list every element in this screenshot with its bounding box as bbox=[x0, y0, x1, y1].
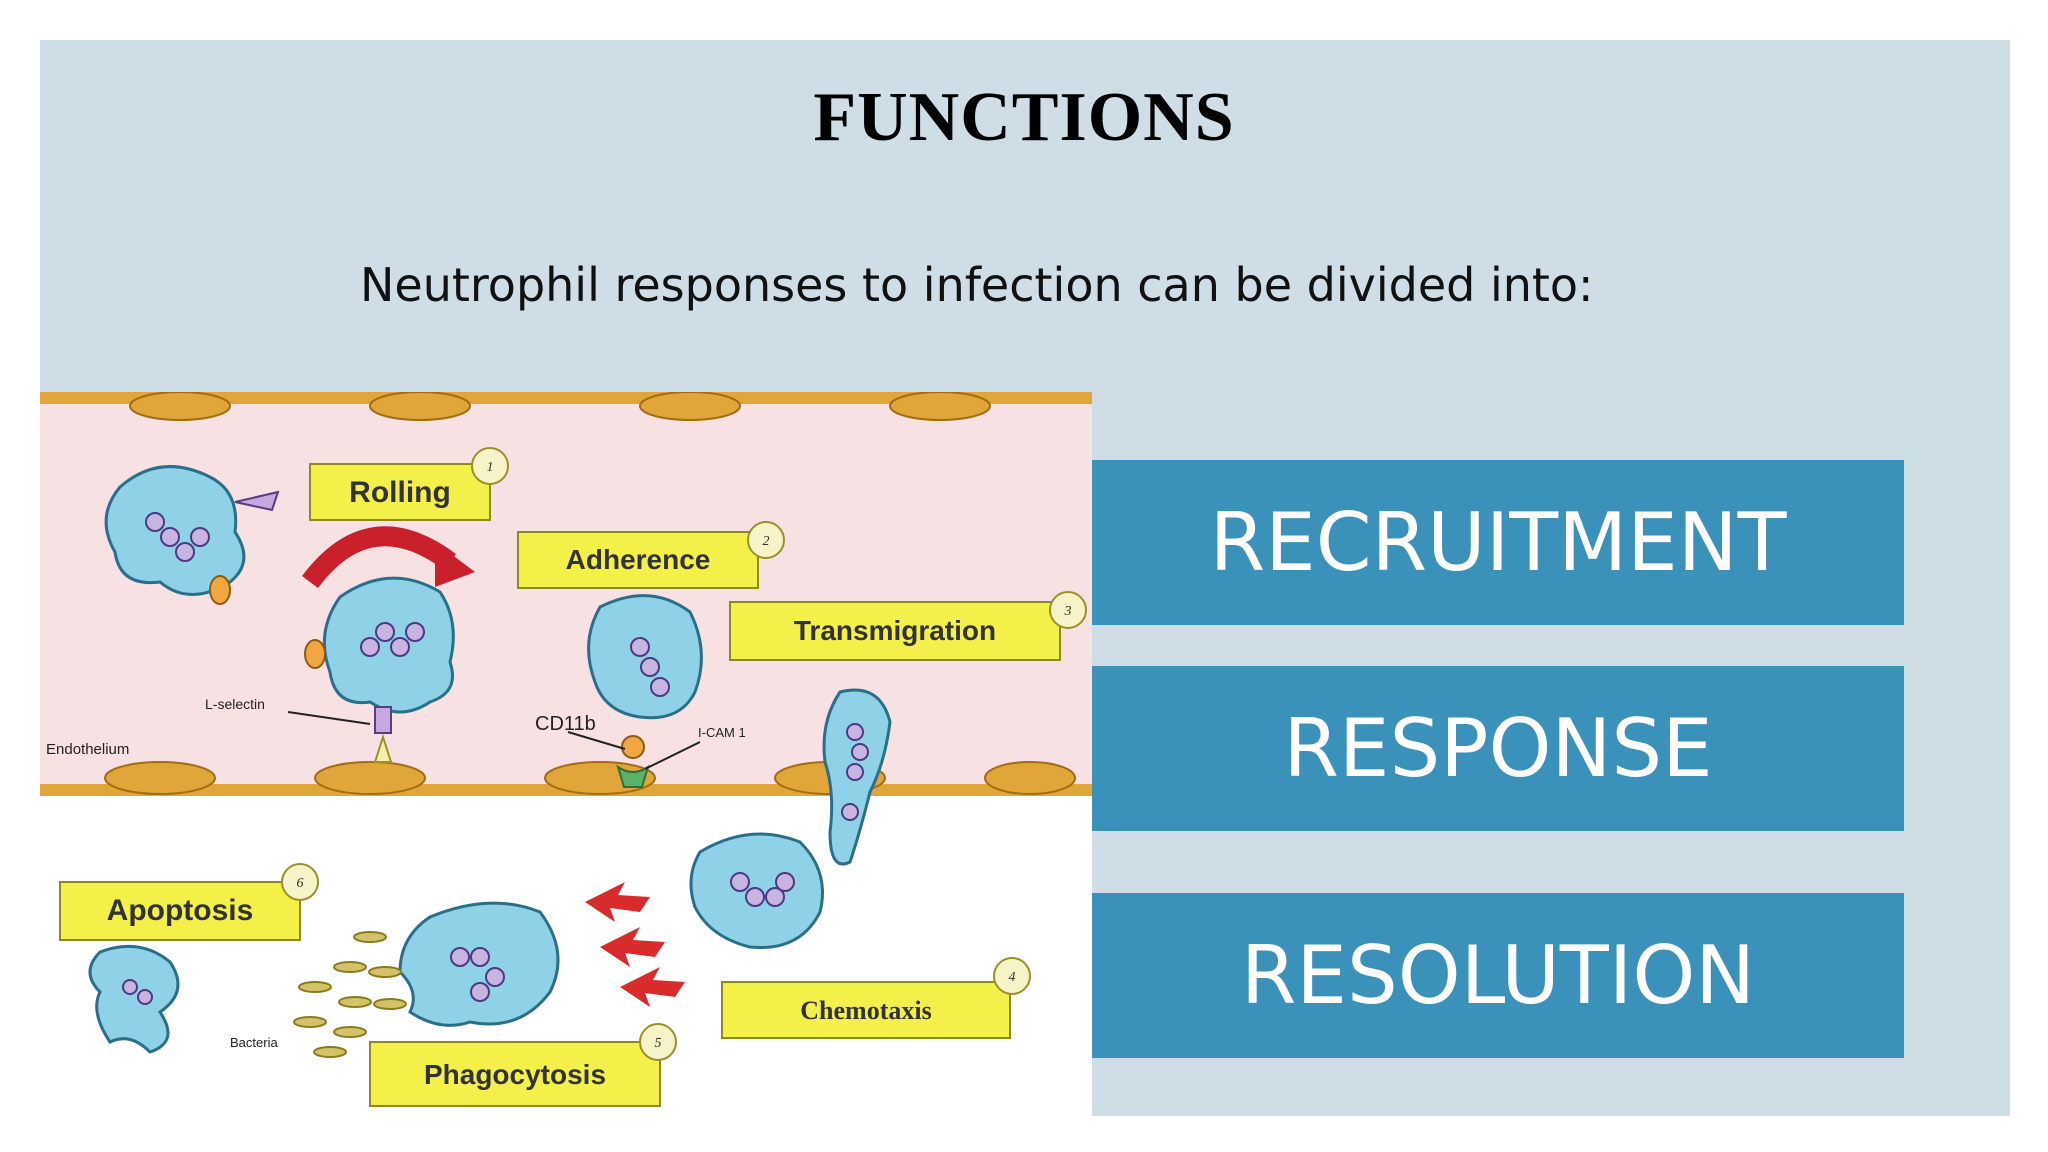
label-adherence: Adherence bbox=[566, 544, 711, 575]
step-number-transmigration: 3 bbox=[1064, 604, 1072, 619]
cell-nuclei bbox=[122, 512, 869, 1005]
slide-subtitle: Neutrophil responses to infection can be… bbox=[360, 258, 1594, 312]
neutrophil-diagram: 1 2 3 6 4 5 Rolling Adherence Transmigra… bbox=[40, 392, 1092, 1126]
rolling-arrow bbox=[302, 526, 456, 589]
bacteria bbox=[293, 931, 407, 1058]
step-number-chemotaxis: 4 bbox=[1009, 970, 1016, 985]
slide-title: FUNCTIONS bbox=[813, 79, 1235, 156]
annotation-icam: I-CAM 1 bbox=[698, 725, 746, 740]
label-phagocytosis: Phagocytosis bbox=[424, 1059, 606, 1090]
category-label-response: RESPONSE bbox=[1283, 702, 1713, 795]
step-label-boxes bbox=[59, 463, 1061, 1107]
label-rolling: Rolling bbox=[349, 476, 451, 509]
step-number-badges bbox=[281, 447, 1087, 1061]
step-number-apoptosis: 6 bbox=[297, 876, 304, 891]
label-apoptosis: Apoptosis bbox=[107, 894, 254, 927]
label-transmigration: Transmigration bbox=[794, 615, 996, 646]
annotation-l-selectin: L-selectin bbox=[205, 696, 265, 712]
top-endothelium bbox=[129, 392, 991, 421]
category-label-resolution: RESOLUTION bbox=[1240, 929, 1756, 1022]
annotation-cd11b: CD11b bbox=[535, 713, 596, 735]
neutrophil-cells bbox=[88, 465, 892, 1054]
category-box-response: RESPONSE bbox=[1092, 666, 1904, 831]
annotation-bacteria: Bacteria bbox=[230, 1035, 278, 1050]
step-number-phagocytosis: 5 bbox=[655, 1036, 662, 1051]
category-box-recruitment: RECRUITMENT bbox=[1092, 460, 1904, 625]
step-number-adherence: 2 bbox=[763, 534, 770, 549]
category-box-resolution: RESOLUTION bbox=[1092, 893, 1904, 1058]
annotation-endothelium: Endothelium bbox=[46, 741, 129, 758]
step-number-rolling: 1 bbox=[487, 460, 494, 475]
category-label-recruitment: RECRUITMENT bbox=[1209, 496, 1787, 589]
label-chemotaxis: Chemotaxis bbox=[800, 996, 931, 1025]
adhesion-molecules bbox=[209, 490, 650, 788]
chemotaxis-arrows bbox=[585, 882, 685, 1007]
